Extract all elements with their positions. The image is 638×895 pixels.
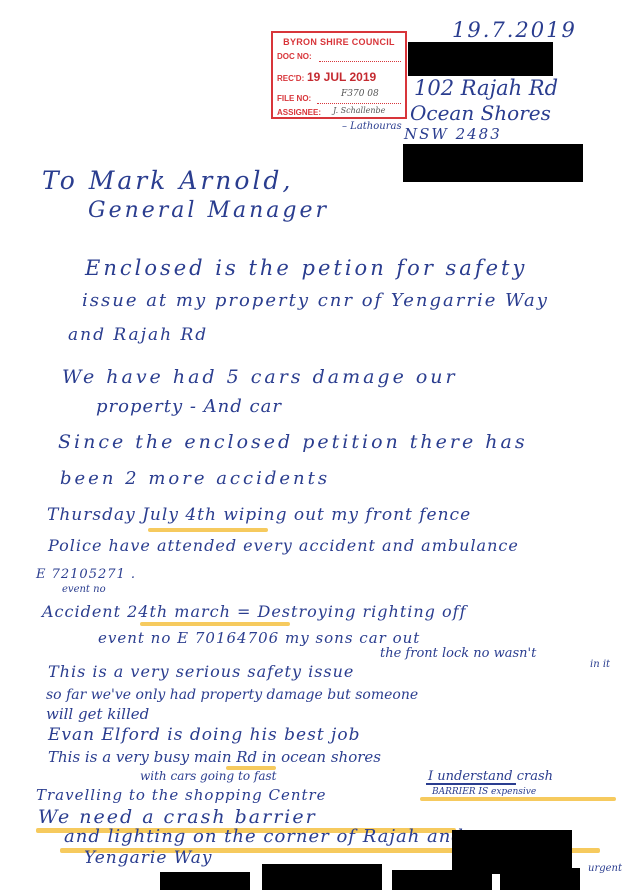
- redaction-block: [262, 864, 382, 890]
- body-line: event no: [62, 584, 106, 595]
- body-line: will get killed: [46, 705, 150, 723]
- body-line: BARRIER IS expensive: [432, 787, 537, 797]
- body-line: Accident 24th march = Destroying rightin…: [42, 602, 467, 621]
- body-line: Enclosed is the petion for safety: [85, 256, 528, 280]
- redaction-block: [452, 830, 572, 874]
- body-line: with cars going to fast: [140, 769, 277, 783]
- stamp-file-no-line: [317, 103, 401, 104]
- highlight-request: [60, 848, 600, 853]
- address-line-1: 102 Rajah Rd: [414, 76, 559, 100]
- body-line: so far we've only had property damage bu…: [46, 687, 419, 703]
- body-line: Evan Elford is doing his best job: [48, 725, 361, 745]
- body-line: Since the enclosed petition there has: [58, 431, 528, 453]
- stamp-doc-no-label: DOC NO:: [277, 52, 312, 61]
- highlight-request: [36, 828, 456, 833]
- stamp-assignee-label: ASSIGNEE:: [277, 108, 322, 117]
- address-line-2: Ocean Shores: [410, 101, 551, 125]
- stamp-assignee-extra: – Lathouras: [342, 121, 402, 132]
- body-line: This is a very serious safety issue: [48, 662, 355, 681]
- strike-through: [426, 783, 516, 785]
- stamp-file-no-label: FILE NO:: [277, 94, 312, 103]
- body-line: E 72105271 .: [36, 567, 137, 582]
- highlight-word: [226, 766, 276, 770]
- highlight-note: [420, 797, 616, 801]
- council-received-stamp: BYRON SHIRE COUNCIL DOC NO: REC'D: 19 JU…: [271, 31, 407, 119]
- body-line: and lighting on the corner of Rajah and: [64, 826, 464, 847]
- letter-date: 19.7.2019: [452, 18, 577, 42]
- body-line: This is a very busy main Rd in ocean sho…: [48, 748, 381, 766]
- body-line: property - And car: [96, 396, 282, 417]
- body-line: and Rajah Rd: [68, 325, 209, 345]
- stamp-file-no-value: F370 08: [341, 89, 379, 99]
- body-line: Yengarie Way: [84, 848, 213, 868]
- body-line: in it: [590, 659, 611, 670]
- redaction-block: [408, 42, 553, 76]
- salutation-line-2: General Manager: [88, 198, 329, 223]
- body-line: issue at my property cnr of Yengarrie Wa…: [82, 290, 549, 311]
- redaction-block: [160, 872, 250, 890]
- body-line: urgent: [588, 863, 622, 874]
- stamp-assignee-value: J. Schallenbe: [333, 106, 386, 115]
- stamp-doc-no-line: [319, 61, 401, 62]
- body-line: Police have attended every accident and …: [48, 536, 519, 555]
- body-line: the front lock no wasn't: [380, 646, 537, 661]
- body-line: Travelling to the shopping Centre: [36, 786, 327, 804]
- body-line: been 2 more accidents: [60, 468, 331, 489]
- body-line: I understand crash: [428, 769, 554, 784]
- body-line: We have had 5 cars damage our: [62, 366, 458, 388]
- highlight-date: [140, 622, 290, 626]
- salutation-line-1: To Mark Arnold,: [42, 166, 294, 195]
- highlight-date: [148, 528, 268, 532]
- stamp-recd-value: 19 JUL 2019: [307, 70, 377, 84]
- redaction-block: [392, 870, 492, 890]
- body-line: Thursday July 4th wiping out my front fe…: [47, 505, 472, 525]
- stamp-recd-label: REC'D:: [277, 74, 305, 83]
- address-line-3: NSW 2483: [404, 125, 502, 143]
- body-line: event no E 70164706 my sons car out: [98, 629, 421, 647]
- stamp-council-name: BYRON SHIRE COUNCIL: [283, 37, 395, 47]
- body-line: We need a crash barrier: [38, 806, 317, 828]
- redaction-block: [500, 868, 580, 890]
- redaction-block: [403, 144, 583, 182]
